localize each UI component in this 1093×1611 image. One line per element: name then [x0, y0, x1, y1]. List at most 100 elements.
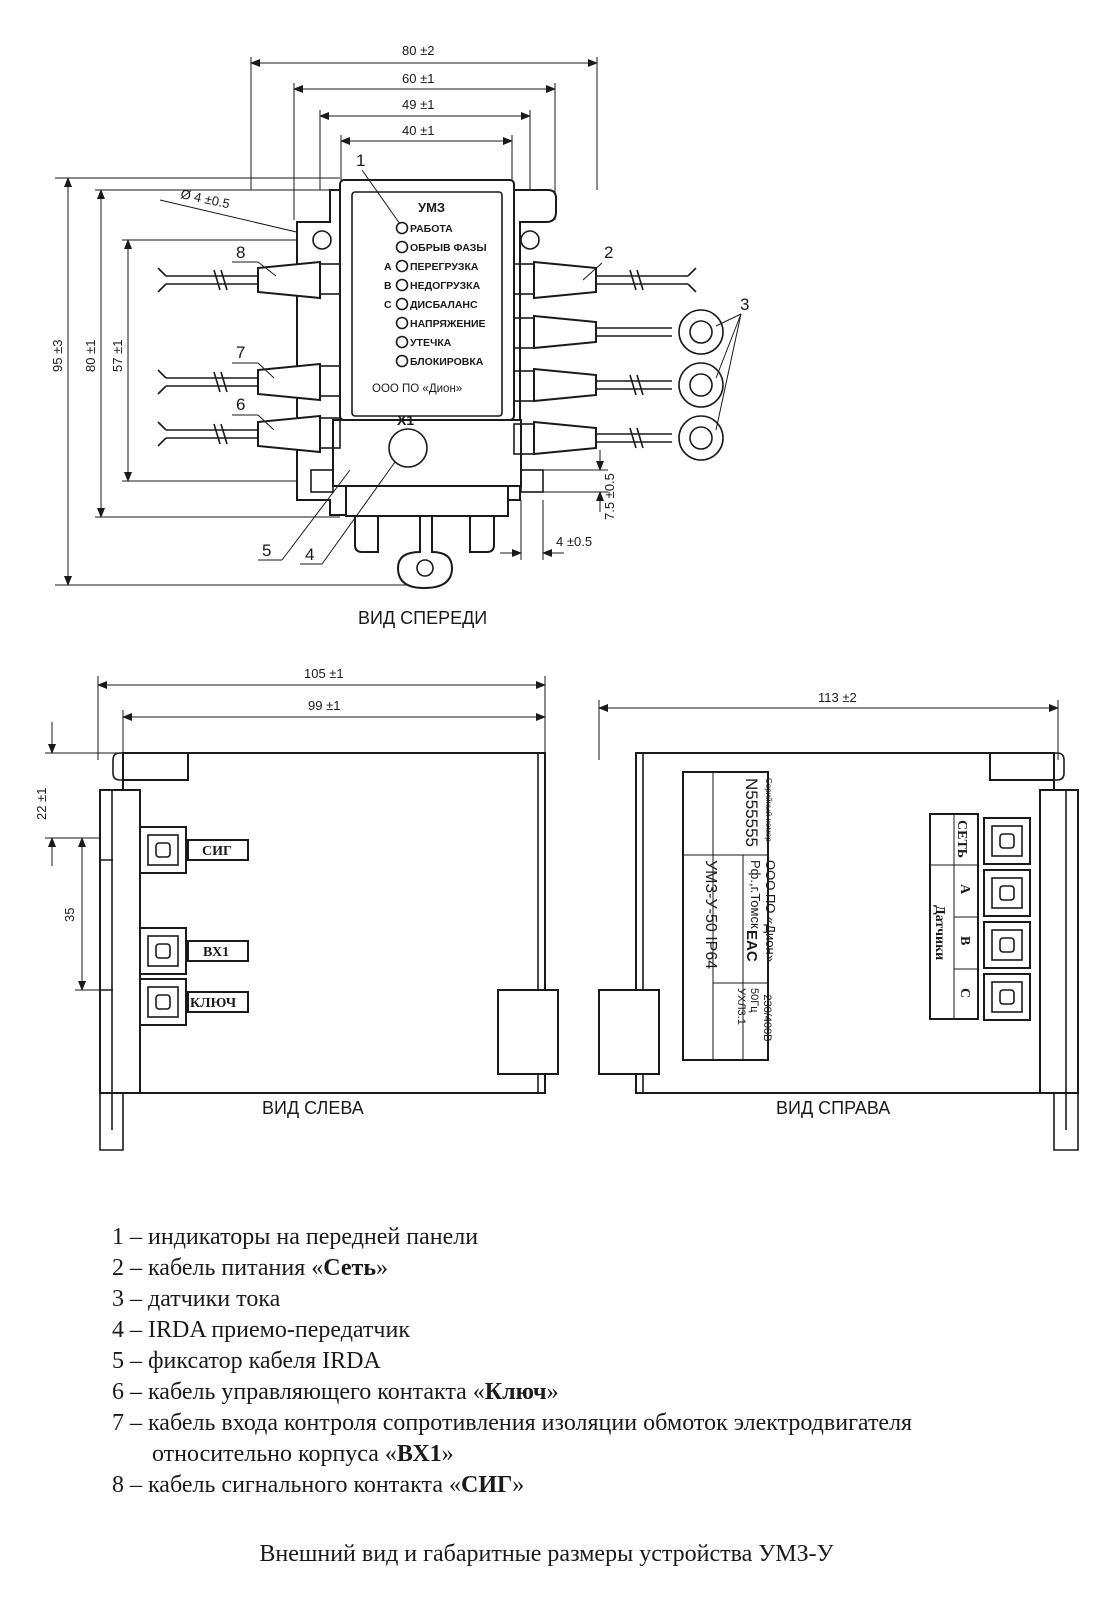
svg-text:ОБРЫВ ФАЗЫ: ОБРЫВ ФАЗЫ	[410, 242, 487, 254]
current-sensor-b	[678, 362, 724, 408]
socket-label-panel: СЕТЬ A B C Датчики	[929, 813, 979, 1020]
dim-4: 4 ±0.5	[556, 534, 592, 549]
front-panel	[351, 191, 503, 417]
plate-freq: 50Гц	[748, 988, 760, 1013]
connector-sig-label: СИГ	[202, 844, 232, 859]
svg-text:БЛОКИРОВКА: БЛОКИРОВКА	[410, 356, 484, 368]
callout-8: 8	[236, 243, 245, 262]
dim-height-80: 80 ±1	[83, 340, 98, 372]
indicator-rabota: РАБОТА	[395, 221, 453, 235]
svg-text:УТЕЧКА: УТЕЧКА	[410, 337, 452, 349]
plate-maker: ООО ПО «Дион»	[763, 860, 778, 962]
bottom-tab	[354, 514, 495, 590]
legend-item-5: 5 – фиксатор кабеля IRDA	[112, 1348, 381, 1374]
figure-caption: Внешний вид и габаритные размеры устройс…	[259, 1541, 834, 1567]
mount-hole-right	[520, 230, 540, 250]
socket-set-label: СЕТЬ	[954, 820, 969, 858]
legend-item-6: 6 – кабель управляющего контакта «Ключ»	[112, 1379, 559, 1405]
socket-b-label: B	[957, 936, 972, 945]
svg-text:РАБОТА: РАБОТА	[410, 223, 453, 235]
indicator-obryv: ОБРЫВ ФАЗЫ	[395, 240, 487, 254]
irda-module: X1	[310, 412, 544, 517]
front-top-dimensions: 80 ±2 60 ±1 49 ±1 40 ±1	[250, 43, 598, 220]
plate-climate: УХЛ3.1	[735, 988, 747, 1025]
dim-113: 113 ±2	[818, 690, 857, 705]
svg-text:ПЕРЕГРУЗКА: ПЕРЕГРУЗКА	[410, 261, 479, 273]
indicator-napryazhenie: НАПРЯЖЕНИЕ	[395, 316, 486, 330]
callout-6: 6	[236, 395, 245, 414]
dim-height-57: 57 ±1	[110, 340, 125, 372]
connector-vx1-label: ВХ1	[203, 945, 229, 960]
maker-label: ООО ПО «Дион»	[372, 383, 462, 395]
port-label: X1	[397, 412, 414, 428]
dim-35: 35	[62, 908, 77, 922]
indicator-blokirovka: БЛОКИРОВКА	[395, 354, 484, 368]
socket-a-label: A	[957, 884, 972, 895]
svg-text:ДИСБАЛАНС: ДИСБАЛАНС	[410, 299, 478, 311]
front-left-dimensions: 95 ±3 80 ±1 57 ±1	[50, 177, 420, 586]
legend-item-2: 2 – кабель питания «Сеть»	[112, 1255, 389, 1281]
technical-drawing: 80 ±2 60 ±1 49 ±1 40 ±1 95 ±3 80 ±1	[34, 43, 1079, 1151]
connector-key-label: КЛЮЧ	[190, 996, 237, 1011]
svg-text:B: B	[384, 280, 392, 292]
dim-width-60: 60 ±1	[402, 71, 434, 86]
callout-2: 2	[604, 243, 613, 262]
mount-hole-left	[312, 230, 332, 250]
left-view: 105 ±1 99 ±1 22 ±1 35	[34, 666, 559, 1151]
current-sensor-a	[678, 309, 724, 355]
legend-item-8: 8 – кабель сигнального контакта «СИГ»	[112, 1472, 525, 1498]
dim-99: 99 ±1	[308, 698, 340, 713]
connector-sig: СИГ	[139, 826, 249, 874]
front-view: 80 ±2 60 ±1 49 ±1 40 ±1 95 ±3 80 ±1	[50, 43, 749, 628]
indicator-peregruzka: A ПЕРЕГРУЗКА	[384, 259, 479, 273]
left-cables	[157, 260, 341, 454]
svg-text:НАПРЯЖЕНИЕ: НАПРЯЖЕНИЕ	[410, 318, 486, 330]
indicator-nedogruzka: B НЕДОГРУЗКА	[384, 278, 481, 292]
svg-text:A: A	[384, 261, 392, 273]
right-sockets	[983, 817, 1031, 1021]
eac-mark: EAC	[743, 930, 760, 962]
connector-key: КЛЮЧ	[139, 978, 249, 1026]
legend-item-7-continued: относительно корпуса «ВХ1»	[152, 1441, 454, 1467]
dim-105: 105 ±1	[304, 666, 344, 681]
svg-text:НЕДОГРУЗКА: НЕДОГРУЗКА	[410, 280, 481, 292]
front-callouts: 1 2 3 8 7 6 5 4	[232, 151, 749, 565]
indicator-disbalans: C ДИСБАЛАНС	[384, 297, 478, 311]
right-cables	[513, 260, 724, 461]
sensors-label: Датчики	[932, 905, 947, 960]
dim-22: 22 ±1	[34, 788, 49, 820]
plate-city: Рф.,г.Томск	[748, 860, 763, 929]
dim-width-40: 40 ±1	[402, 123, 434, 138]
dim-width-49: 49 ±1	[402, 97, 434, 112]
right-view-title: ВИД СПРАВА	[776, 1098, 890, 1118]
front-view-title: ВИД СПЕРЕДИ	[358, 608, 487, 628]
left-housing	[122, 752, 546, 1094]
dim-height-95: 95 ±3	[50, 340, 65, 372]
plate-model: УМЗ-У-50 IP64	[702, 860, 719, 969]
legend-item-4: 4 – IRDA приемо-передатчик	[112, 1317, 410, 1343]
callout-1: 1	[356, 151, 365, 170]
callout-4: 4	[305, 545, 314, 564]
left-dimensions: 105 ±1 99 ±1 22 ±1 35	[34, 666, 546, 991]
indicator-list: РАБОТА ОБРЫВ ФАЗЫ A ПЕРЕГРУЗКА B НЕДОГРУ…	[384, 221, 487, 368]
dim-width-80: 80 ±2	[402, 43, 434, 58]
indicator-utechka: УТЕЧКА	[395, 335, 452, 349]
legend: 1 – индикаторы на передней панели 2 – ка…	[112, 1222, 1072, 1501]
left-view-title: ВИД СЛЕВА	[262, 1098, 364, 1118]
front-right-dimensions: 7.5 ±0.5 4 ±0.5	[500, 450, 617, 560]
legend-item-1: 1 – индикаторы на передней панели	[112, 1224, 479, 1250]
nameplate: Серийный номер N555555 ООО ПО «Дион» Рф.…	[682, 771, 778, 1061]
serial-caption: Серийный номер	[764, 778, 773, 842]
serial-number: N555555	[742, 778, 761, 847]
right-view: 113 ±2 Серийный номер N555555 ООО ПО «Ди…	[598, 690, 1079, 1151]
device-title: УМЗ	[418, 200, 445, 215]
dim-7-5: 7.5 ±0.5	[602, 473, 617, 520]
plate-voltage: ~230/400В	[761, 988, 773, 1042]
callout-3: 3	[740, 295, 749, 314]
socket-c-label: C	[957, 988, 972, 998]
legend-item-3: 3 – датчики тока	[112, 1286, 281, 1312]
irda-window	[388, 428, 428, 468]
connector-vx1: ВХ1	[139, 927, 249, 975]
callout-5: 5	[262, 541, 271, 560]
svg-text:C: C	[384, 299, 392, 311]
